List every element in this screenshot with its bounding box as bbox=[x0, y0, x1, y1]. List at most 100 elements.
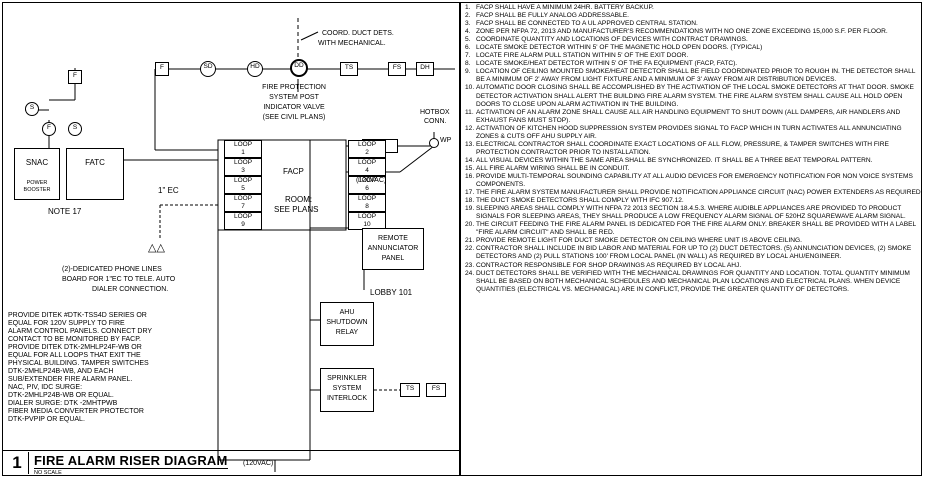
note-text: LOCATION OF CEILING MOUNTED SMOKE/HEAT D… bbox=[476, 68, 916, 84]
note-item: 24.DUCT DETECTORS SHALL BE VERIFIED WITH… bbox=[465, 270, 923, 294]
remote-line2: ANNUNCIATOR bbox=[367, 245, 419, 252]
note-text: DUCT DETECTORS SHALL BE VERIFIED WITH TH… bbox=[476, 269, 910, 293]
hotbox-line1: HOTBOX bbox=[420, 109, 450, 116]
note-item: 1.FACP SHALL HAVE A MINIMUM 24HR. BATTER… bbox=[465, 4, 923, 12]
note-number: 9. bbox=[465, 68, 471, 76]
loop-number: 9 bbox=[241, 221, 245, 228]
spec-line: DTK-2MHLP24B-WB OR EQUAL. bbox=[8, 392, 114, 399]
note-item: 15.ALL FIRE ALARM WIRING SHALL BE IN CON… bbox=[465, 165, 923, 173]
spec-line: EQUAL FOR ALL LOOPS THAT EXIT THE bbox=[8, 352, 141, 359]
hotbox-valve-icon bbox=[429, 138, 439, 148]
note-item: 5. COORDINATE QUANTITY AND LOCATIONS OF D… bbox=[465, 36, 923, 44]
note-text: LOCATE FIRE ALARM PULL STATION WITHIN 5'… bbox=[476, 52, 689, 60]
note-item: 13.ELECTRICAL CONTRACTOR SHALL COORDINAT… bbox=[465, 141, 923, 157]
note-number: 10. bbox=[465, 84, 475, 92]
sprinkler-interlock-box: SPRINKLER SYSTEM INTERLOCK bbox=[320, 368, 374, 412]
loop-number: 8 bbox=[365, 203, 369, 210]
note-text: ALL VISUAL DEVICES WITHIN THE SAME AREA … bbox=[476, 156, 873, 164]
note-item: 17.THE FIRE ALARM SYSTEM MANUFACTURER SH… bbox=[465, 189, 923, 197]
spec-line: NAC, PIV, IDC SURGE: bbox=[8, 384, 83, 391]
note-number: 15. bbox=[465, 164, 475, 172]
phone-line3: DIALER CONNECTION. bbox=[92, 286, 169, 293]
sheet-border bbox=[2, 2, 922, 476]
note-number: 11. bbox=[465, 108, 474, 116]
snac-label: SNAC bbox=[25, 158, 49, 167]
note-text: ELECTRICAL CONTRACTOR SHALL COORDINATE E… bbox=[476, 140, 889, 156]
loop-number: 5 bbox=[241, 185, 245, 192]
loop-label: LOOP bbox=[233, 213, 253, 220]
coord-note-line2: WITH MECHANICAL. bbox=[318, 40, 386, 47]
ahu-line3: RELAY bbox=[335, 329, 359, 336]
sprinkler-line1: SPRINKLER bbox=[327, 375, 367, 382]
note-text: CONTRACTOR SHALL INCLUDE IN BID LABOR AN… bbox=[476, 245, 912, 261]
note-text: LOCATE SMOKE DETECTOR WITHIN 5' OF THE M… bbox=[476, 44, 763, 52]
note-number: 7. bbox=[465, 52, 471, 60]
note-text: LOCATE SMOKE/HEAT DETECTOR WITHIN 5' OF … bbox=[476, 60, 738, 68]
note-item: 11.ACTIVATION OF AN ALARM ZONE SHALL CAU… bbox=[465, 109, 923, 125]
loop-label: LOOP bbox=[357, 177, 377, 184]
loop-number: 3 bbox=[241, 167, 245, 174]
piv-label-line4: (SEE CIVIL PLANS) bbox=[262, 114, 326, 121]
door-holder: DH bbox=[416, 62, 434, 76]
note-number: 5. bbox=[465, 36, 471, 44]
loop-label: LOOP bbox=[357, 213, 377, 220]
note-number: 16. bbox=[465, 172, 475, 180]
fatc-panel: FATC bbox=[66, 148, 124, 200]
loop-number: 6 bbox=[365, 185, 369, 192]
note-item: 4.ZONE PER NFPA 72, 2013 AND MANUFACTURE… bbox=[465, 28, 923, 36]
note-item: 7. LOCATE FIRE ALARM PULL STATION WITHIN … bbox=[465, 52, 923, 60]
note-text: ALL FIRE ALARM WIRING SHALL BE IN CONDUI… bbox=[476, 164, 630, 172]
loop-number: 2 bbox=[365, 149, 369, 156]
loop-number: 7 bbox=[241, 203, 245, 210]
heat-detector: HD bbox=[247, 61, 263, 77]
sprinkler-line2: SYSTEM bbox=[332, 385, 362, 392]
title-number: 1 bbox=[6, 452, 29, 474]
spec-line: PHYSICAL BUILDING. TAMPER SWITCHES bbox=[8, 360, 149, 367]
spec-line: SUB/EXTENDER FIRE ALARM PANEL. bbox=[8, 376, 133, 383]
panel-divider bbox=[459, 2, 461, 476]
piv-label-line2: SYSTEM POST bbox=[269, 94, 319, 101]
surge-spec-block: PROVIDE DITEK #DTK-TSS4D SERIES OR EQUAL… bbox=[8, 312, 152, 424]
note-item: 6.LOCATE SMOKE DETECTOR WITHIN 5' OF THE… bbox=[465, 44, 923, 52]
loop-number: 10 bbox=[363, 221, 371, 228]
piv-label-line1: FIRE PROTECTION bbox=[262, 84, 326, 91]
flow-switch-bottom: FS bbox=[426, 383, 446, 397]
note-item: 12.ACTIVATION OF KITCHEN HOOD SUPPRESSIO… bbox=[465, 125, 923, 141]
note-item: 9. LOCATION OF CEILING MOUNTED SMOKE/HEAT… bbox=[465, 68, 923, 84]
remote-line3: PANEL bbox=[381, 255, 405, 262]
note-number: 18. bbox=[465, 197, 475, 205]
vac-right-label: (120VAC) bbox=[356, 177, 387, 184]
ahu-line2: SHUTDOWN bbox=[326, 319, 368, 326]
room-line1: ROOM: bbox=[285, 195, 313, 204]
phone-line2: BOARD FOR 1"EC TO TELE. AUTO bbox=[62, 276, 176, 283]
facp-label: FACP bbox=[283, 167, 304, 176]
note-number: 3. bbox=[465, 20, 471, 28]
note-text: PROVIDE MULTI-TEMPORAL SOUNDING CAPABILI… bbox=[476, 172, 913, 189]
sprinkler-valve-icon: S bbox=[25, 102, 39, 116]
note-text: FACP SHALL BE CONNECTED TO A UL APPROVED… bbox=[476, 20, 698, 28]
duct-detector: DD bbox=[290, 59, 308, 77]
general-notes: 1.FACP SHALL HAVE A MINIMUM 24HR. BATTER… bbox=[465, 4, 923, 294]
note-item: 19.SLEEPING AREAS SHALL COMPLY WITH NFPA… bbox=[465, 205, 923, 221]
note-item: 8.LOCATE SMOKE/HEAT DETECTOR WITHIN 5' O… bbox=[465, 60, 923, 68]
flow-switch: FS bbox=[388, 62, 406, 76]
note-item: 3. FACP SHALL BE CONNECTED TO A UL APPROV… bbox=[465, 20, 923, 28]
piv-label-line3: INDICATOR VALVE bbox=[263, 104, 325, 111]
note-text: COORDINATE QUANTITY AND LOCATIONS OF DEV… bbox=[476, 36, 748, 44]
note-item: 20.THE CIRCUIT FEEDING THE FIRE ALARM PA… bbox=[465, 221, 923, 237]
power-booster-line1: POWER bbox=[26, 180, 48, 186]
note-text: THE DUCT SMOKE DETECTORS SHALL COMPLY WI… bbox=[476, 197, 684, 205]
phone-line1: (2)-DEDICATED PHONE LINES bbox=[62, 266, 162, 273]
loop-label: LOOP bbox=[233, 141, 253, 148]
spec-line: DTK-2MHLP24B-WB, AND EACH bbox=[8, 368, 114, 375]
spec-line: DIALER SURGE: DTK -2MHTPWB bbox=[8, 400, 118, 407]
coord-note-line1: COORD. DUCT DETS. bbox=[322, 30, 394, 37]
note-text: FACP SHALL BE FULLY ANALOG ADDRESSABLE. bbox=[476, 12, 629, 20]
note-text: FACP SHALL HAVE A MINIMUM 24HR. BATTERY … bbox=[476, 4, 654, 11]
